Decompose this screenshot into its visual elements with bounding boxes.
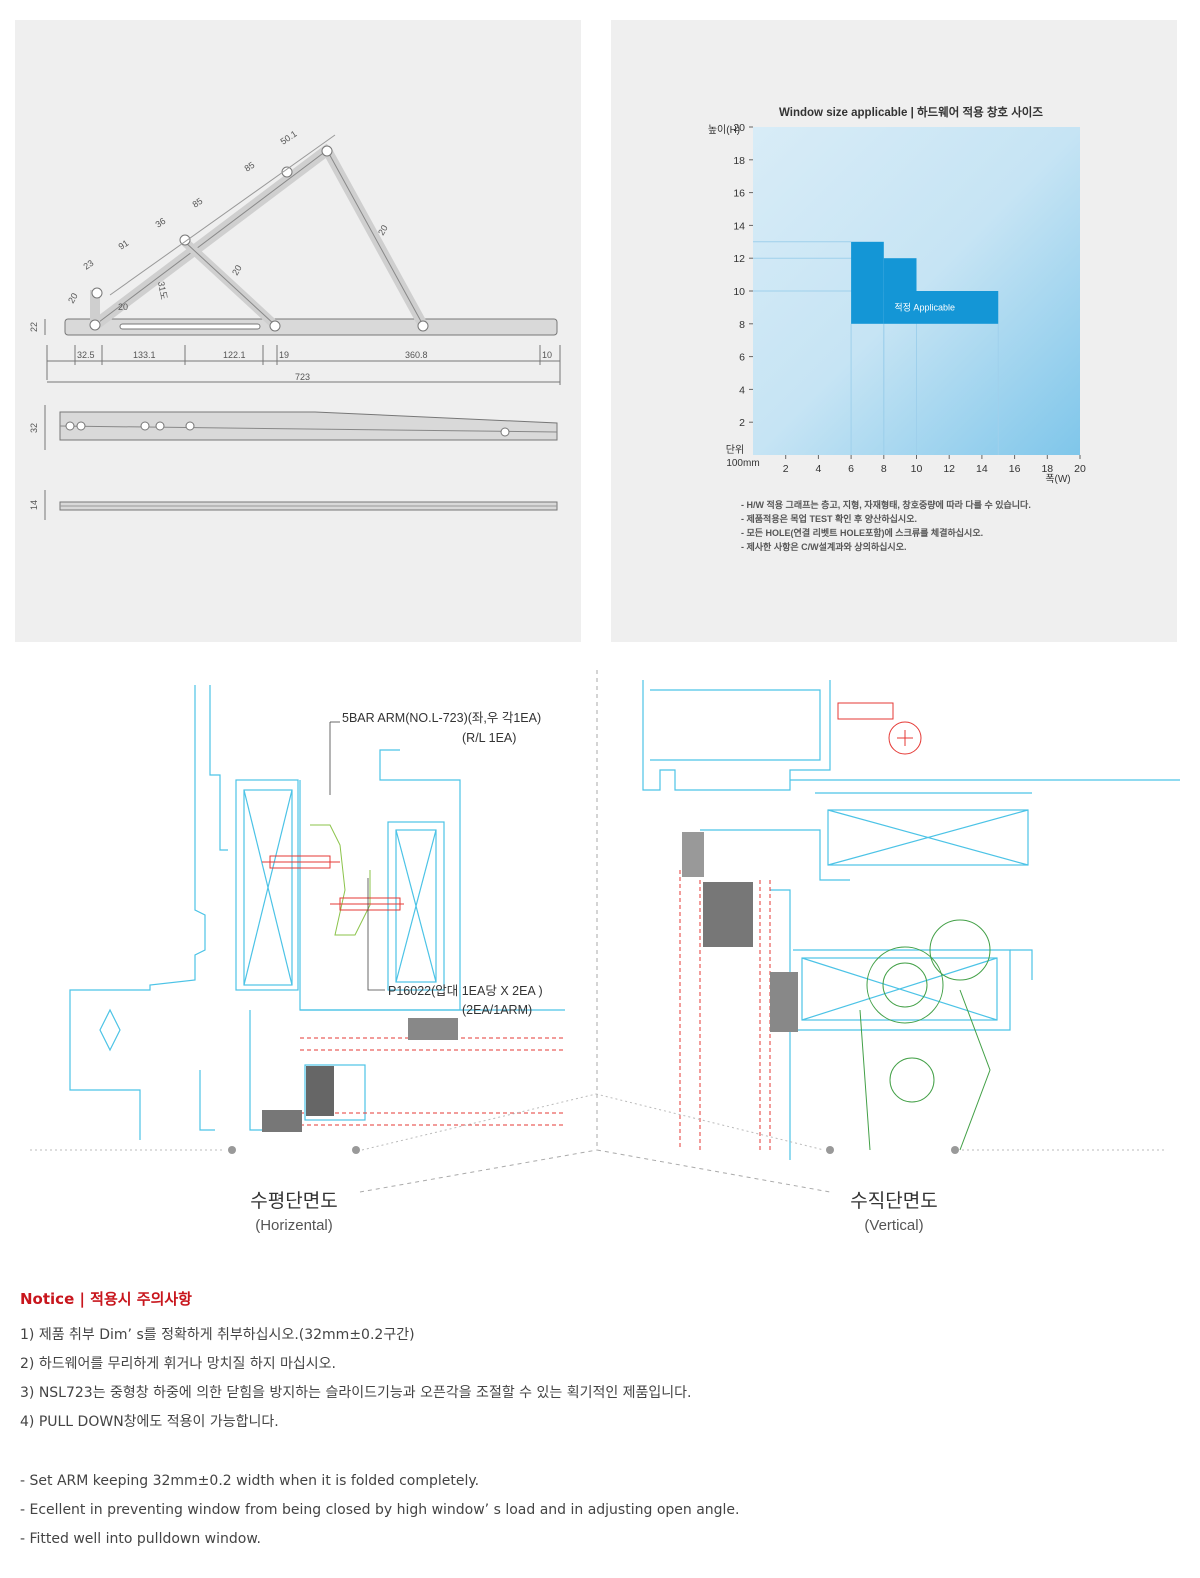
chart-note-4: - 제사한 사항은 C/W설계과와 상의하십시오.: [741, 541, 906, 552]
y-tick-label: 8: [739, 319, 745, 331]
applicable-step: [883, 258, 917, 324]
x-tick-label: 16: [1009, 463, 1021, 475]
x-tick-label: 2: [783, 463, 789, 475]
pivot: [89, 319, 101, 331]
x-tick-label: 10: [911, 463, 923, 475]
applicable-step: [916, 291, 999, 324]
unit-label: 단위: [726, 443, 744, 456]
dim-arm-1: 50.1: [279, 129, 299, 147]
screws: [262, 855, 565, 1126]
dim-arm-4: 36: [154, 216, 168, 230]
notice-item-en-2: - Ecellent in preventing window from bei…: [20, 1502, 740, 1518]
x-tick-label: 8: [881, 463, 887, 475]
x-axis-ticks: 2 4 6 8 10 12 14 16 18 20: [783, 455, 1086, 475]
pivot: [281, 166, 293, 178]
chart-note-2: - 제품적용은 목업 TEST 확인 후 양산하십시오.: [741, 513, 917, 524]
part-callout: P16022(압대 1EA당 X 2EA ): [388, 984, 543, 998]
notice-section: Notice | 적용시 주의사항 1) 제품 취부 Dim’ s를 정확하게 …: [20, 1288, 1180, 1554]
horizontal-section-label: 수평단면도 (Horizental): [244, 1186, 344, 1234]
y-tick-label: 12: [733, 253, 745, 265]
dim-left-height: 22: [29, 322, 39, 332]
folded-arm: [59, 411, 558, 441]
y-axis-ticks: 2 4 6 8 10 12 14 16 18 20: [733, 122, 753, 429]
dim-arm-8: 20: [118, 302, 128, 312]
pivot: [179, 234, 191, 246]
vertical-gaskets: [682, 832, 798, 1032]
base-rail: [64, 318, 558, 336]
chart-note-3: - 모든 HOLE(연결 리벳트 HOLE포함)에 스크류를 체결하십시오.: [741, 527, 983, 538]
y-tick-label: 4: [739, 384, 745, 396]
pivot: [321, 145, 333, 157]
pivot: [269, 320, 281, 332]
dim-bottom-6: 10: [542, 350, 552, 360]
bracket-part: [310, 824, 371, 936]
chart-title: Window size applicable | 하드웨어 적용 창호 사이즈: [779, 105, 1043, 119]
dim-arm-10: 20: [230, 263, 244, 277]
notice-item-ko-4: 4) PULL DOWN창에도 적용이 가능합니다.: [20, 1414, 279, 1430]
notice-item-en-3: - Fitted well into pulldown window.: [20, 1531, 261, 1547]
dim-arm-2: 85: [243, 160, 257, 174]
y-tick-label: 10: [733, 286, 745, 298]
section-drawings: 5BAR ARM(NO.L-723)(좌,우 각1EA) (R/L 1EA) P…: [30, 670, 1180, 1193]
pivot: [91, 287, 103, 299]
x-tick-label: 14: [976, 463, 988, 475]
pivot: [417, 320, 429, 332]
dim-bottom-2: 133.1: [133, 350, 156, 360]
x-tick-label: 20: [1074, 463, 1086, 475]
horizontal-section-title: 수평단면도: [250, 1190, 338, 1212]
notice-item-ko-1: 1) 제품 취부 Dim’ s를 정확하게 취부하십시오.(32mm±0.2구간…: [20, 1327, 415, 1343]
y-tick-label: 18: [733, 155, 745, 167]
unit-value: 100mm: [726, 458, 759, 469]
dim-arm-7: 20: [66, 291, 80, 305]
dim-angle: 31도: [156, 281, 169, 301]
x-tick-label: 12: [943, 463, 955, 475]
dim-bottom-4: 19: [279, 350, 289, 360]
notice-title: Notice | 적용시 주의사항: [20, 1290, 192, 1308]
x-axis-label: 폭(W): [1045, 473, 1070, 485]
applicable-label: 적정 Applicable: [894, 301, 955, 312]
y-tick-label: 2: [739, 417, 745, 429]
dim-arm-5: 91: [117, 238, 131, 252]
notice-item-ko-3: 3) NSL723는 중형창 하중에 의한 닫힘을 방지하는 슬라이드기능과 오…: [20, 1385, 692, 1401]
dimension-drawing-panel: 22 32.5 133.1 122.1 19 360.8 10 723 50.1…: [15, 20, 581, 642]
x-tick-label: 4: [815, 463, 821, 475]
arm-dimension-drawing: 22 32.5 133.1 122.1 19 360.8 10 723 50.1…: [29, 129, 561, 520]
applicable-step: [851, 241, 884, 324]
vertical-section-label: 수직단면도 (Vertical): [842, 1186, 946, 1234]
size-chart: Window size applicable | 하드웨어 적용 창호 사이즈 …: [708, 105, 1086, 552]
applicable-region: [851, 241, 999, 324]
horizontal-section-subtitle: (Horizental): [255, 1217, 333, 1234]
dim-bottom-5: 360.8: [405, 350, 428, 360]
arm-callout: 5BAR ARM(NO.L-723)(좌,우 각1EA): [342, 711, 541, 725]
y-tick-label: 6: [739, 352, 745, 364]
gaskets: [262, 1018, 458, 1132]
y-tick-label: 20: [733, 122, 745, 134]
vertical-hinge: [859, 919, 991, 1151]
dim-side-thickness: 14: [29, 500, 39, 510]
y-tick-label: 16: [733, 188, 745, 200]
part-callout-sub: (2EA/1ARM): [462, 1003, 532, 1017]
horizontal-section: [69, 685, 565, 1140]
vertical-redlines: [679, 702, 922, 1150]
x-tick-label: 6: [848, 463, 854, 475]
dim-folded-height: 32: [29, 423, 39, 433]
dim-bottom-3: 122.1: [223, 350, 246, 360]
vertical-section-subtitle: (Vertical): [864, 1217, 924, 1234]
y-tick-label: 14: [733, 220, 745, 232]
notice-item-en-1: - Set ARM keeping 32mm±0.2 width when it…: [20, 1473, 480, 1489]
chart-note-1: - H/W 적용 그래프는 층고, 지형, 자재형태, 창호중량에 따라 다를 …: [741, 499, 1031, 510]
y-axis-label: 높이(H): [708, 124, 740, 136]
vertical-section: [642, 680, 1180, 1160]
dim-total-length: 723: [295, 372, 310, 382]
vertical-section-title: 수직단면도: [850, 1190, 938, 1212]
notice-item-ko-2: 2) 하드웨어를 무리하게 휘거나 망치질 하지 마십시오.: [20, 1356, 336, 1372]
dim-bottom-1: 32.5: [77, 350, 95, 360]
arm-callout-sub: (R/L 1EA): [462, 731, 516, 745]
dim-arm-3: 85: [191, 196, 205, 210]
dim-arm-9: 20: [376, 223, 390, 237]
dim-arm-6: 23: [82, 258, 96, 272]
x-tick-label: 18: [1041, 463, 1053, 475]
size-chart-panel: Window size applicable | 하드웨어 적용 창호 사이즈 …: [611, 20, 1177, 642]
